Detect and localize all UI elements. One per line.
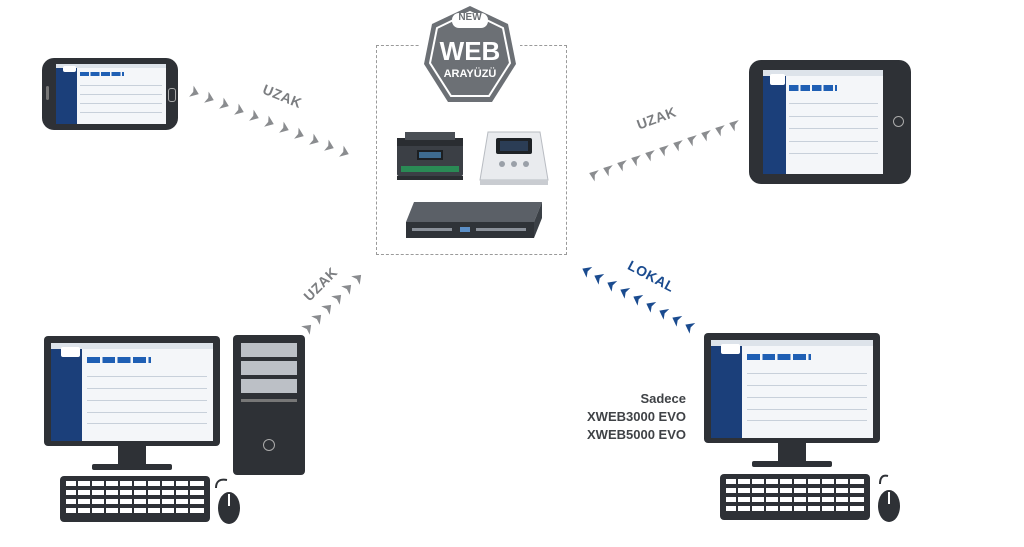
note-line-3: XWEB5000 EVO xyxy=(587,427,686,442)
tablet-screen xyxy=(763,70,883,174)
note-line-1: Sadece xyxy=(640,391,686,406)
phone-screen xyxy=(56,64,166,124)
arrow-trail-tablet xyxy=(587,117,739,182)
keyboard-right xyxy=(720,474,870,520)
badge-title: WEB xyxy=(439,36,501,66)
rack-server-unit xyxy=(406,202,542,238)
smartphone xyxy=(42,58,178,130)
monitor-right xyxy=(704,333,880,443)
mouse-left xyxy=(215,478,240,524)
mouse-right xyxy=(878,474,900,522)
keyboard-left xyxy=(60,476,210,522)
monitor-left-screen xyxy=(51,343,213,441)
web-interface-badge xyxy=(424,6,516,102)
pc-tower xyxy=(233,335,305,475)
badge-new-label: NEW xyxy=(458,12,482,23)
panel-controller xyxy=(479,131,549,185)
monitor-left xyxy=(44,336,220,446)
note-line-2: XWEB3000 EVO xyxy=(587,409,686,424)
phone-home-button xyxy=(168,88,176,102)
din-rail-controller xyxy=(397,132,463,180)
monitor-right-screen xyxy=(711,340,873,438)
tablet xyxy=(749,60,911,184)
tablet-home-button xyxy=(893,116,904,127)
supported-models-note: Sadece XWEB3000 EVO XWEB5000 EVO xyxy=(560,390,686,444)
badge-subtitle: ARAYÜZÜ xyxy=(443,68,497,80)
